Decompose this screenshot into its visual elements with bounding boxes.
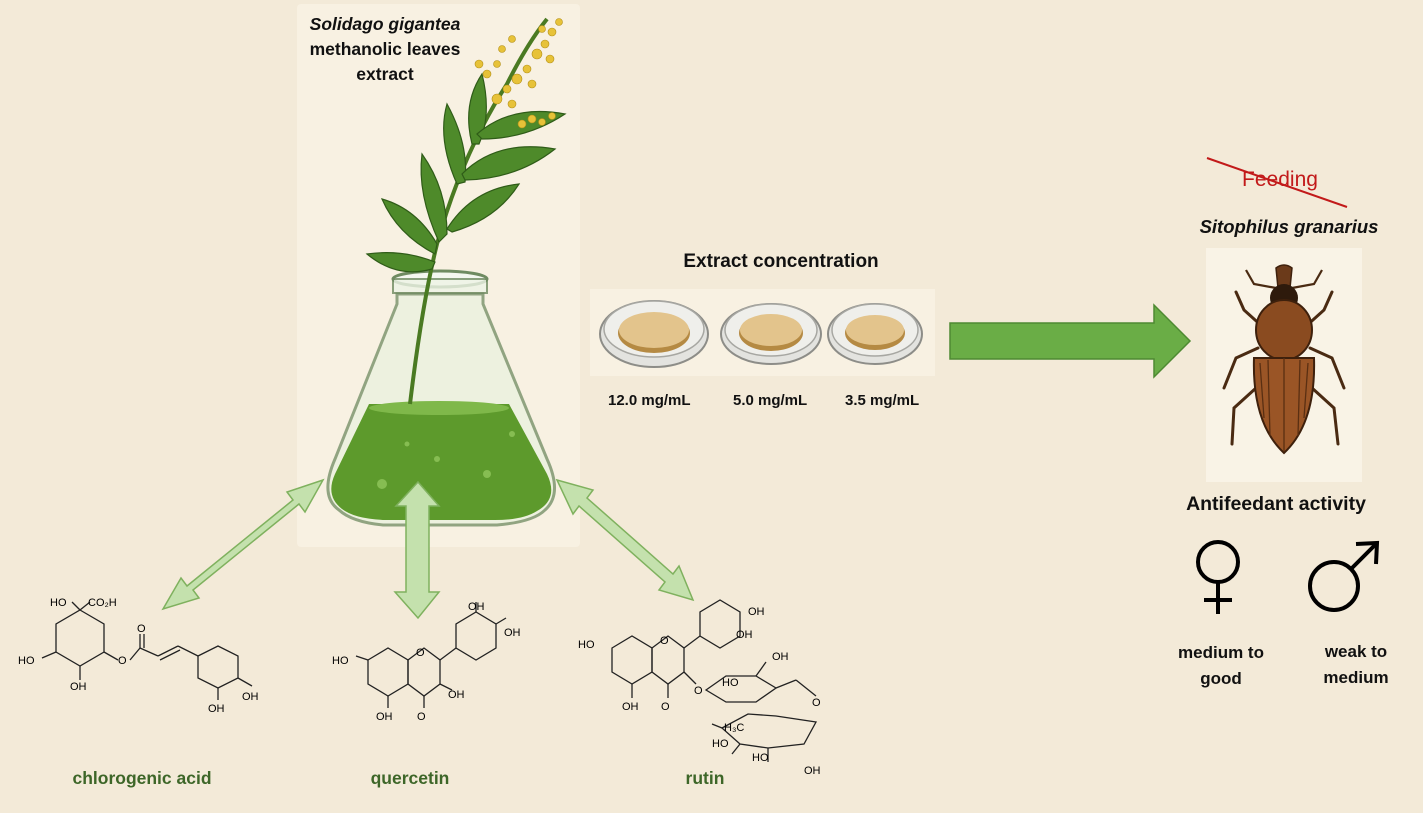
green-extract-liquid xyxy=(331,404,552,520)
feeding-label: Feeding xyxy=(1242,168,1318,191)
rutin-oh-4prime: OH xyxy=(736,629,753,641)
quercetin-label: quercetin xyxy=(370,768,450,788)
petri-dish-high xyxy=(599,300,709,368)
chlorogenic-ho-top: HO xyxy=(50,597,67,609)
chlorogenic-oh-bottom: OH xyxy=(70,681,87,693)
male-activity-line1: weak to xyxy=(1324,642,1388,661)
species-plant-name: Solidago gigantea xyxy=(309,14,461,34)
rutin-oh-3prime: OH xyxy=(748,606,765,618)
chlorogenic-ester-o: O xyxy=(118,655,127,667)
chlorogenic-acid-label: chlorogenic acid xyxy=(72,768,212,788)
rutin-oh-5: OH xyxy=(622,701,639,713)
weevil-rostrum xyxy=(1275,264,1293,289)
chlorogenic-carbonyl-o: O xyxy=(137,623,146,635)
rutin-oh-glucose: OH xyxy=(772,651,789,663)
weevil-pronotum xyxy=(1255,299,1313,361)
male-activity-line2: medium xyxy=(1323,668,1389,687)
concentration-label-low: 3.5 mg/mL xyxy=(845,392,920,409)
female-activity-line2: good xyxy=(1200,669,1242,688)
feeding-strike-line xyxy=(1206,157,1348,208)
quercetin-ring-o: O xyxy=(416,647,425,659)
weevil-elytra-stripes xyxy=(1259,358,1309,451)
effect-arrow xyxy=(949,303,1192,379)
rutin-ho-left: HO xyxy=(578,639,595,651)
chlorogenic-acid-structure: HO CO₂H HO OH O O OH OH xyxy=(18,597,259,715)
arrow-to-quercetin xyxy=(393,480,441,620)
concentration-title: Extract concentration xyxy=(683,251,879,272)
weevil-antennae xyxy=(1245,269,1323,290)
petri-dish-low xyxy=(827,303,923,365)
rutin-oh-rhamnose: OH xyxy=(804,765,821,777)
rutin-ho-rhamnose-lower: HO xyxy=(752,752,769,764)
quercetin-oh-3: OH xyxy=(448,689,465,701)
quercetin-oh-5: OH xyxy=(376,711,393,723)
male-symbol-icon xyxy=(1308,540,1380,612)
rutin-ho-rhamnose: HO xyxy=(712,738,729,750)
quercetin-ho-left: HO xyxy=(332,655,349,667)
female-activity-label: medium to good xyxy=(1161,640,1281,692)
quercetin-structure: HO O OH O OH OH OH xyxy=(332,601,521,723)
concentration-label-medium: 5.0 mg/mL xyxy=(733,392,808,409)
rutin-carbonyl-o: O xyxy=(661,701,670,713)
rutin-ho-glucose: HO xyxy=(722,677,739,689)
chlorogenic-oh-right: OH xyxy=(242,691,259,703)
extract-title: Solidago gigantea methanolic leaves extr… xyxy=(297,12,473,87)
arrow-to-chlorogenic-acid xyxy=(161,478,325,611)
female-activity-line1: medium to xyxy=(1178,643,1264,662)
rutin-structure: HO O OH O OH OH O OH HO O H₃C HO HO OH xyxy=(578,599,821,777)
quercetin-oh-3prime: OH xyxy=(468,601,485,613)
weevil-illustration xyxy=(1222,264,1346,455)
chlorogenic-oh-lower: OH xyxy=(208,703,225,715)
rutin-glycoside-o: O xyxy=(694,685,703,697)
concentration-label-high: 12.0 mg/mL xyxy=(608,392,691,409)
rutin-linker-o: O xyxy=(812,697,821,709)
female-symbol-icon xyxy=(1196,540,1240,614)
plant-flask-illustration xyxy=(326,17,567,527)
chlorogenic-co2h: CO₂H xyxy=(88,597,117,609)
arrow-to-rutin xyxy=(555,478,695,602)
antifeedant-activity-title: Antifeedant activity xyxy=(1186,493,1366,515)
insect-species-name: Sitophilus granarius xyxy=(1199,216,1379,237)
compound-arrows xyxy=(161,478,695,620)
chlorogenic-ho-left: HO xyxy=(18,655,35,667)
male-activity-label: weak to medium xyxy=(1296,639,1416,691)
rutin-h3c: H₃C xyxy=(724,722,744,734)
petri-dish-medium xyxy=(720,303,822,365)
quercetin-carbonyl-o: O xyxy=(417,711,426,723)
quercetin-oh-4prime: OH xyxy=(504,627,521,639)
petri-dishes xyxy=(599,300,923,368)
rutin-label: rutin xyxy=(685,768,725,788)
goldenrod-flowers xyxy=(474,18,563,129)
rutin-ring-o: O xyxy=(660,635,669,647)
extract-type-line: methanolic leaves xyxy=(309,39,461,59)
plant-leaves xyxy=(365,72,567,273)
extract-word: extract xyxy=(356,64,414,84)
